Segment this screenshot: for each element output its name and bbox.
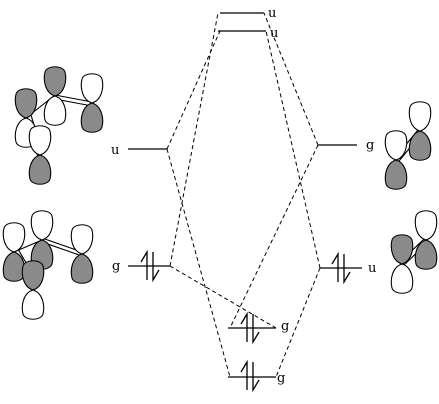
correlation-lines — [166, 12, 321, 378]
label-center-top-2: u — [270, 26, 278, 41]
electron-pair-center-bottom-2 — [240, 359, 260, 393]
label-center-bottom-2: g — [277, 371, 285, 386]
electron-pair-left-lower — [140, 249, 160, 283]
electron-pair-right-lower — [331, 251, 351, 285]
electron-pair-center-bottom-1 — [240, 311, 260, 345]
label-right-upper: g — [366, 138, 374, 153]
orbital-right-upper-icon — [384, 101, 432, 190]
orbital-left-lower-icon — [2, 210, 94, 320]
label-center-bottom-1: g — [281, 319, 289, 334]
symmetry-labels: u u u g g u g g — [111, 6, 376, 386]
orbital-left-upper-icon — [14, 66, 104, 185]
orbital-right-lower-icon — [390, 210, 438, 294]
label-left-lower: g — [112, 259, 120, 274]
label-center-top-1: u — [268, 6, 276, 21]
energy-levels — [128, 12, 362, 378]
label-right-lower: u — [368, 261, 376, 276]
label-left-upper: u — [111, 143, 119, 158]
